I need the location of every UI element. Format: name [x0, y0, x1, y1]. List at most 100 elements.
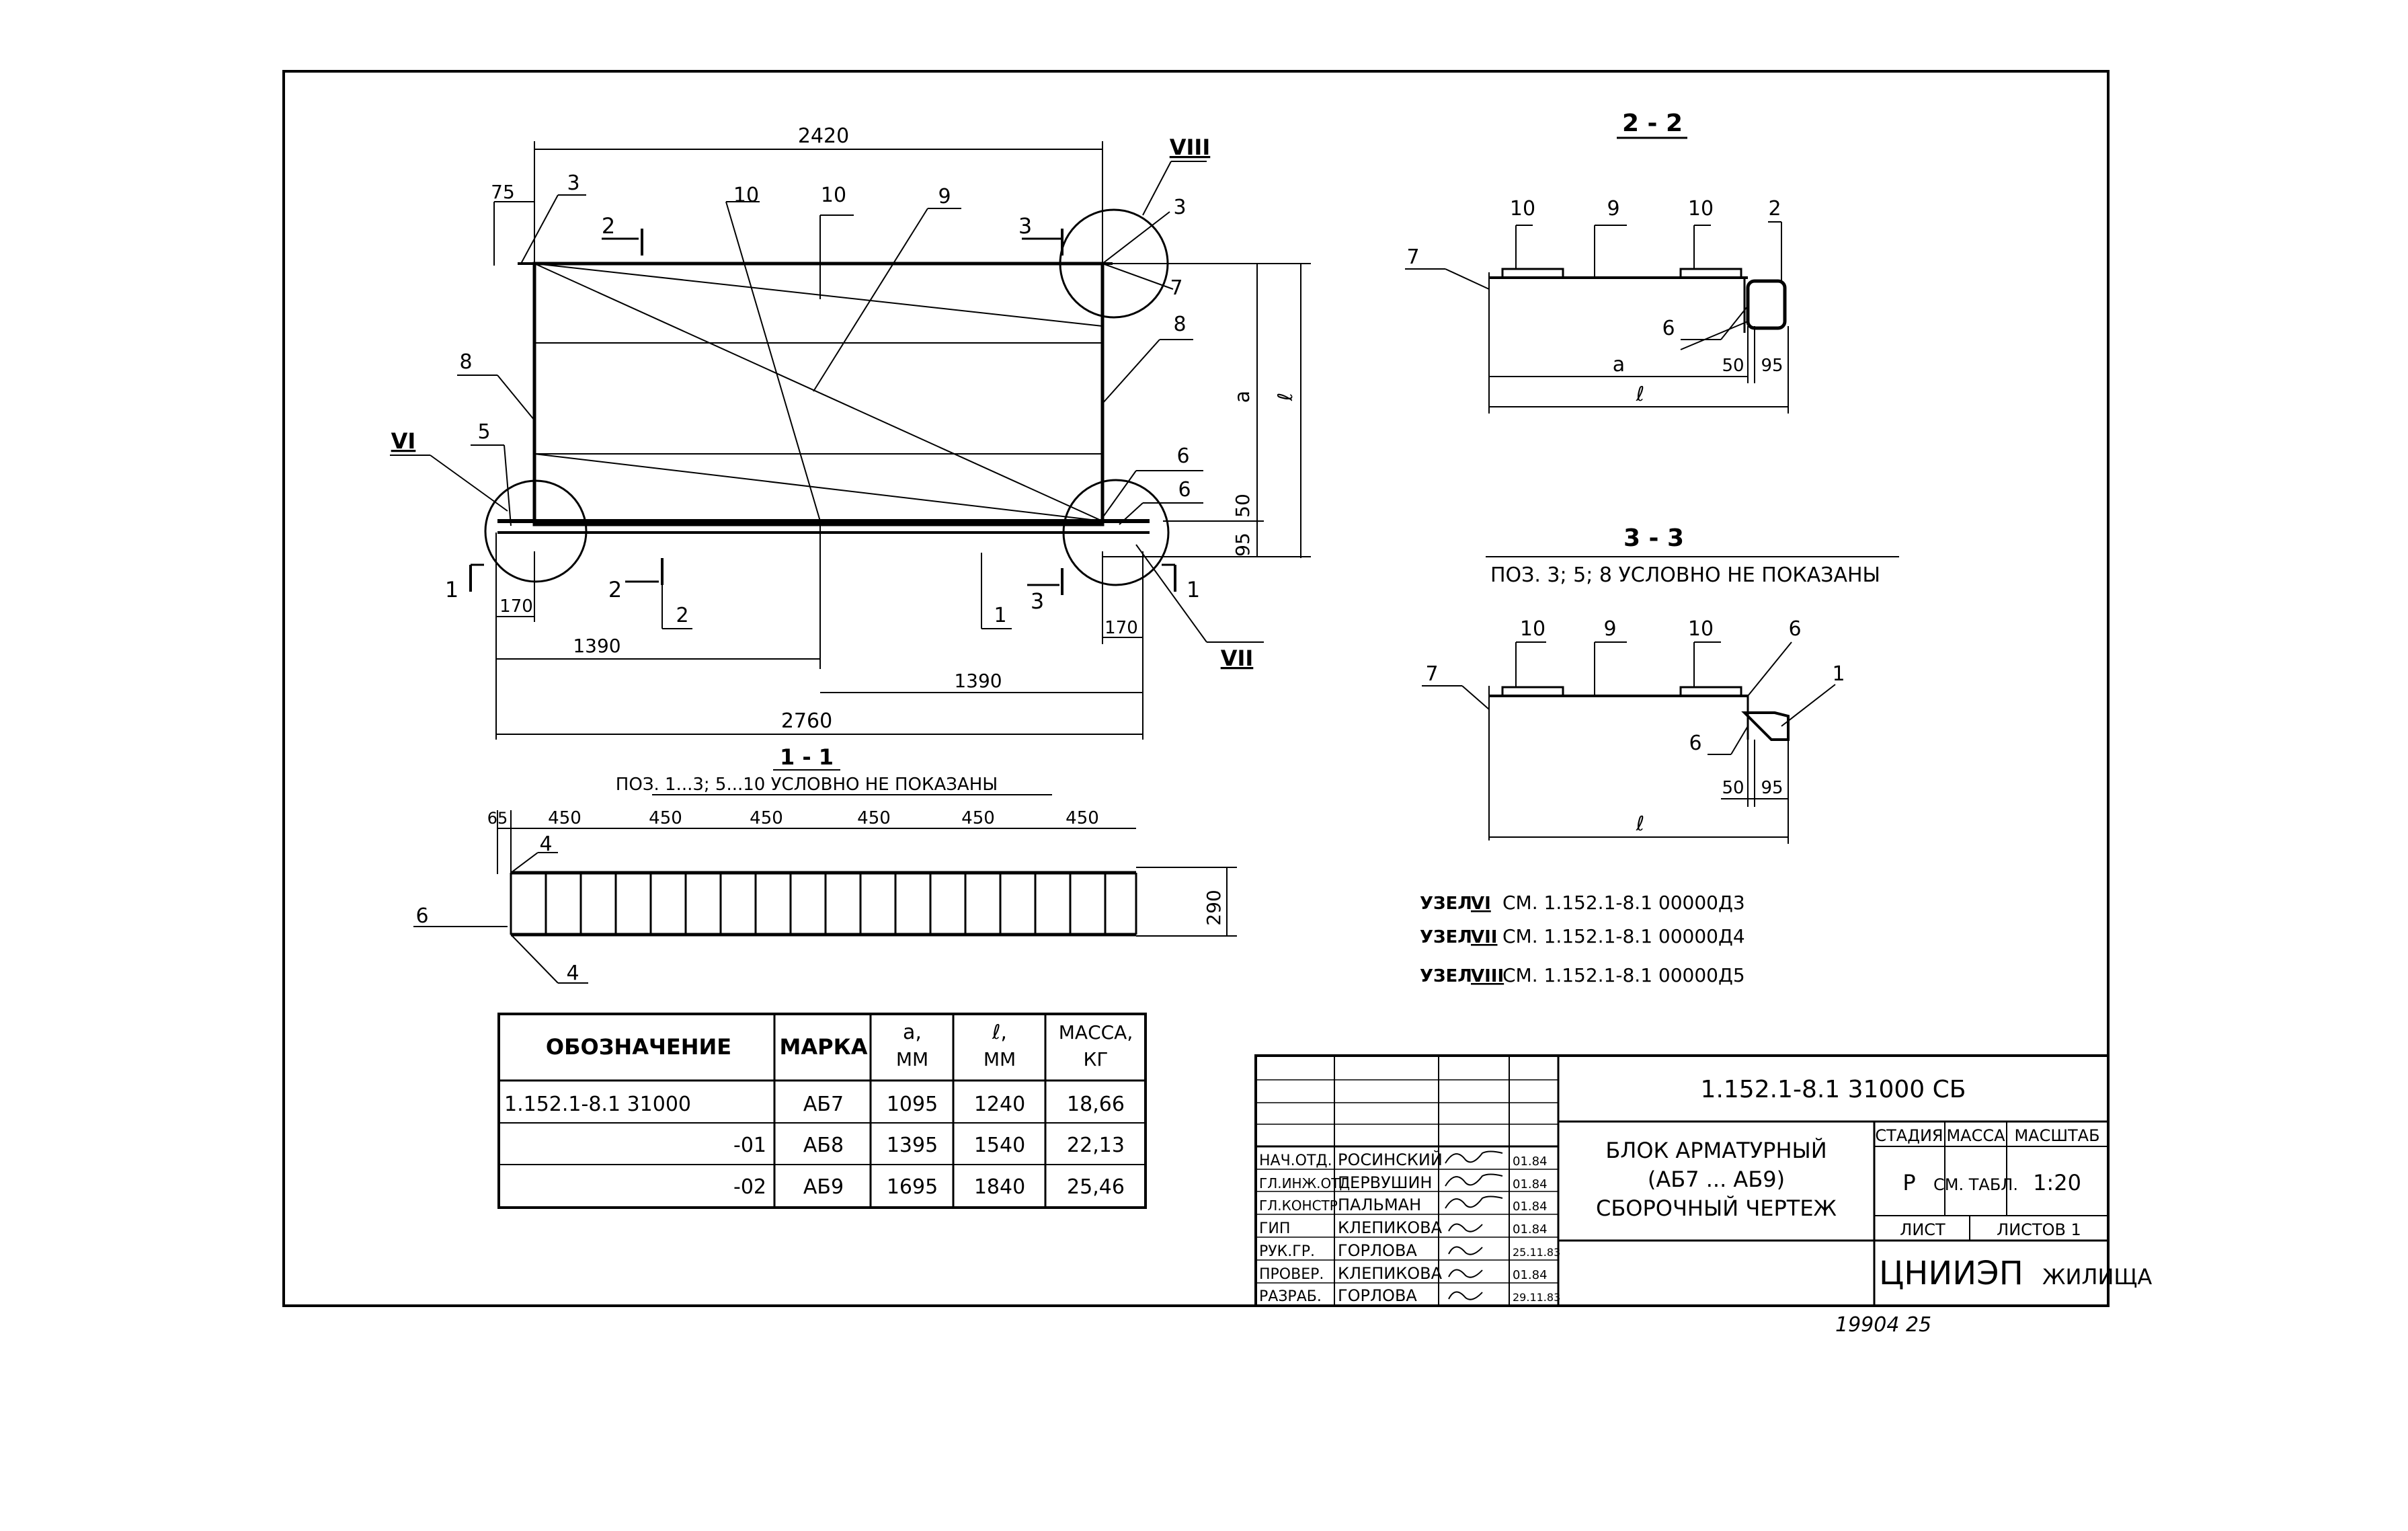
callout-3c: 3	[1173, 196, 1186, 219]
spec-cell: 1240	[974, 1093, 1025, 1116]
node-ref-node: VIII	[1471, 966, 1504, 986]
dim-290: 290	[1203, 890, 1225, 925]
dim-450-5: 450	[961, 808, 995, 828]
dim-450-3: 450	[750, 808, 783, 828]
s22-callout-6: 6	[1662, 317, 1675, 340]
dim-95: 95	[1232, 533, 1254, 557]
dim-450-1: 450	[548, 808, 581, 828]
node-ref-node: VI	[1471, 894, 1491, 914]
s22-dim-95: 95	[1761, 356, 1783, 376]
section-mark-2-top: 2	[602, 213, 615, 239]
section-3-3: 3 - 3 ПОЗ. 3; 5; 8 УСЛОВНО НЕ ПОКАЗАНЫ 1…	[1422, 524, 1899, 844]
node-ref-text: СМ. 1.152.1-8.1 00000Д5	[1502, 964, 1745, 986]
dim-450-2: 450	[649, 808, 682, 828]
node-ref-label: УЗЕЛ	[1420, 894, 1472, 914]
spec-header-mass: МАССА,	[1059, 1021, 1133, 1044]
section-1-1-rungs	[510, 873, 1137, 935]
spec-cell: 25,46	[1067, 1175, 1125, 1199]
s33-dim-l: ℓ	[1636, 812, 1644, 836]
s22-callout-10b: 10	[1688, 197, 1714, 221]
callout-7: 7	[1170, 276, 1182, 300]
callout-4a: 4	[539, 832, 552, 856]
mass-value: СМ. ТАБЛ.	[1933, 1175, 2018, 1194]
dim-2420: 2420	[798, 124, 849, 148]
s22-dim-50: 50	[1722, 356, 1744, 376]
s22-dim-l: ℓ	[1636, 383, 1644, 406]
node-viii-label: VIII	[1170, 134, 1210, 160]
callout-8b: 8	[1173, 313, 1186, 336]
scale-header: МАСШТАБ	[2014, 1126, 2099, 1145]
dim-50: 50	[1232, 494, 1254, 518]
s22-callout-7: 7	[1406, 245, 1419, 269]
dim-2760: 2760	[781, 709, 832, 733]
spec-cell: -01	[733, 1134, 766, 1157]
staff-name: ПЕРВУШИН	[1338, 1173, 1432, 1192]
dim-450-6: 450	[1066, 808, 1099, 828]
s33-callout-6b: 6	[1689, 732, 1701, 755]
dim-1390-right: 1390	[954, 670, 1002, 692]
footer-note: 19904 25	[1835, 1313, 1931, 1337]
spec-cell: -02	[733, 1175, 766, 1199]
node-vii-label: VII	[1221, 645, 1254, 671]
staff-list: НАЧ.ОТД. РОСИНСКИЙ 01.84 ГЛ.ИНЖ.ОТД. ПЕР…	[1259, 1150, 1560, 1305]
node-ref-node: VII	[1471, 927, 1497, 947]
section-2-2: 2 - 2 10 9 10 2 7 6 a 50 95	[1405, 110, 1789, 414]
spec-cell: 22,13	[1067, 1134, 1125, 1157]
spec-header-a-unit: MM	[896, 1048, 928, 1070]
staff-date: 01.84	[1513, 1268, 1548, 1282]
staff-name: ПАЛЬМАН	[1338, 1195, 1421, 1214]
staff-role: НАЧ.ОТД.	[1259, 1152, 1332, 1169]
spec-cell: 1695	[887, 1175, 938, 1199]
staff-date: 01.84	[1513, 1200, 1548, 1214]
spec-cell: АБ7	[803, 1093, 844, 1116]
spec-cell: 1840	[974, 1175, 1025, 1199]
staff-date: 01.84	[1513, 1177, 1548, 1191]
spec-cell: АБ8	[803, 1134, 844, 1157]
spec-table: ОБОЗНАЧЕНИЕ МАРКА a, MM ℓ, MM МАССА, КГ …	[497, 1013, 1147, 1209]
drawing-name-2: (АБ7 ... АБ9)	[1648, 1167, 1785, 1192]
section-mark-1-right: 1	[1187, 577, 1200, 602]
dim-a: a	[1231, 391, 1254, 403]
s33-callout-10a: 10	[1520, 617, 1546, 641]
org-name-2: ЖИЛИЩА	[2042, 1264, 2152, 1290]
s33-dim-50: 50	[1722, 778, 1744, 798]
s33-callout-9: 9	[1603, 617, 1616, 641]
section-mark-3-top: 3	[1018, 213, 1032, 239]
mass-header: МАССА	[1946, 1126, 2005, 1145]
staff-date: 29.11.83	[1513, 1291, 1560, 1304]
callout-6: 6	[415, 904, 428, 928]
staff-name: РОСИНСКИЙ	[1338, 1150, 1443, 1169]
spec-cell: АБ9	[803, 1175, 844, 1199]
spec-header-a: a,	[903, 1021, 922, 1044]
s33-callout-1: 1	[1832, 662, 1845, 686]
callout-9: 9	[938, 185, 951, 208]
dim-65: 65	[487, 809, 508, 828]
s33-dim-95: 95	[1761, 778, 1783, 798]
section-3-3-note: ПОЗ. 3; 5; 8 УСЛОВНО НЕ ПОКАЗАНЫ	[1490, 563, 1880, 587]
dim-450-4: 450	[857, 808, 891, 828]
dim-1390-left: 1390	[573, 635, 620, 657]
staff-role: ГЛ.КОНСТР.	[1259, 1198, 1342, 1214]
section-mark-1-left: 1	[445, 577, 458, 602]
staff-name: КЛЕПИКОВА	[1338, 1218, 1443, 1237]
spec-header-l: ℓ,	[992, 1021, 1007, 1044]
spec-header-designation: ОБОЗНАЧЕНИЕ	[546, 1034, 731, 1060]
title-block: НАЧ.ОТД. РОСИНСКИЙ 01.84 ГЛ.ИНЖ.ОТД. ПЕР…	[1254, 1054, 2152, 1307]
dim-170-left: 170	[499, 596, 533, 617]
staff-name: ГОРЛОВА	[1338, 1286, 1417, 1305]
stage-header: СТАДИЯ	[1875, 1126, 1943, 1145]
section-1-1-title: 1 - 1	[780, 744, 834, 770]
node-ref-text: СМ. 1.152.1-8.1 00000Д3	[1502, 892, 1745, 914]
sheets-count: ЛИСТОВ 1	[1997, 1220, 2081, 1239]
stage-value: Р	[1902, 1170, 1915, 1195]
s22-callout-2: 2	[1768, 197, 1781, 221]
section-2-2-title: 2 - 2	[1622, 110, 1683, 137]
drawing-name-3: СБОРОЧНЫЙ ЧЕРТЕЖ	[1596, 1195, 1837, 1221]
section-mark-3-bottom: 3	[1031, 588, 1044, 614]
scale-value: 1:20	[2033, 1170, 2081, 1195]
spec-cell: 1095	[887, 1093, 938, 1116]
section-1-1: 1 - 1 ПОЗ. 1...3; 5...10 УСЛОВНО НЕ ПОКА…	[413, 744, 1237, 985]
drawing-name-1: БЛОК АРМАТУРНЫЙ	[1605, 1138, 1827, 1163]
staff-date: 01.84	[1513, 1154, 1548, 1169]
